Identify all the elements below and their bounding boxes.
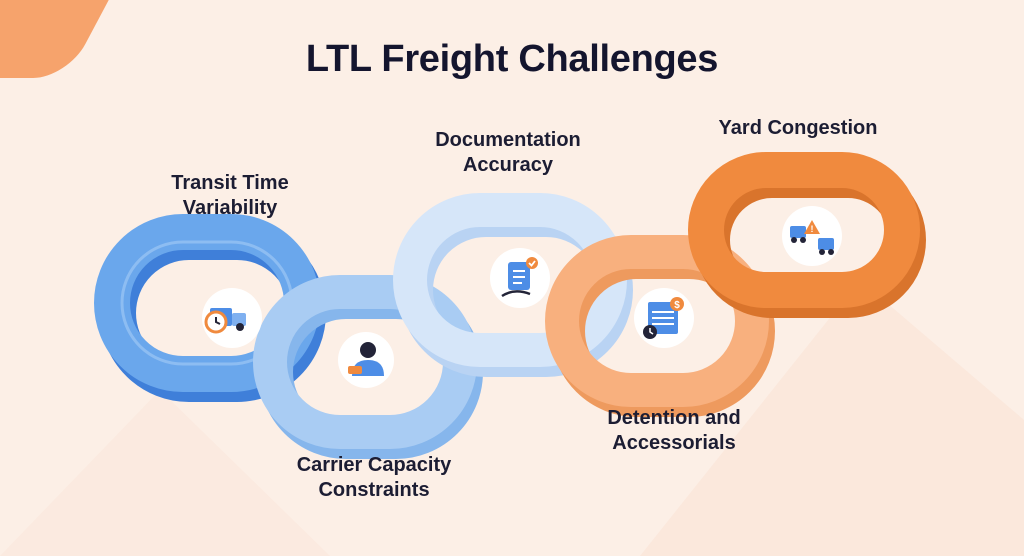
label-carrier-capacity: Carrier Capacity Constraints [296,454,452,501]
label-transit-time: Transit Time Variability [171,172,289,219]
label-yard-congestion: Yard Congestion [718,117,878,139]
svg-text:!: ! [811,224,814,234]
chain-link-yard-congestion [688,152,926,318]
label-documentation: Documentation Accuracy [435,129,581,176]
clock-truck-icon [202,288,262,348]
background-chevron [0,390,330,556]
page-title: LTL Freight Challenges [305,38,719,80]
invoice-clock-icon: $ [634,288,694,348]
driver-icon [338,332,394,388]
traffic-trucks-icon: ! [782,206,842,266]
label-detention: Detention and Accessorials [607,407,741,454]
document-check-icon [490,248,550,308]
background-chevron [640,280,1024,556]
svg-text:$: $ [674,300,680,311]
chain-link-detention [545,235,775,417]
